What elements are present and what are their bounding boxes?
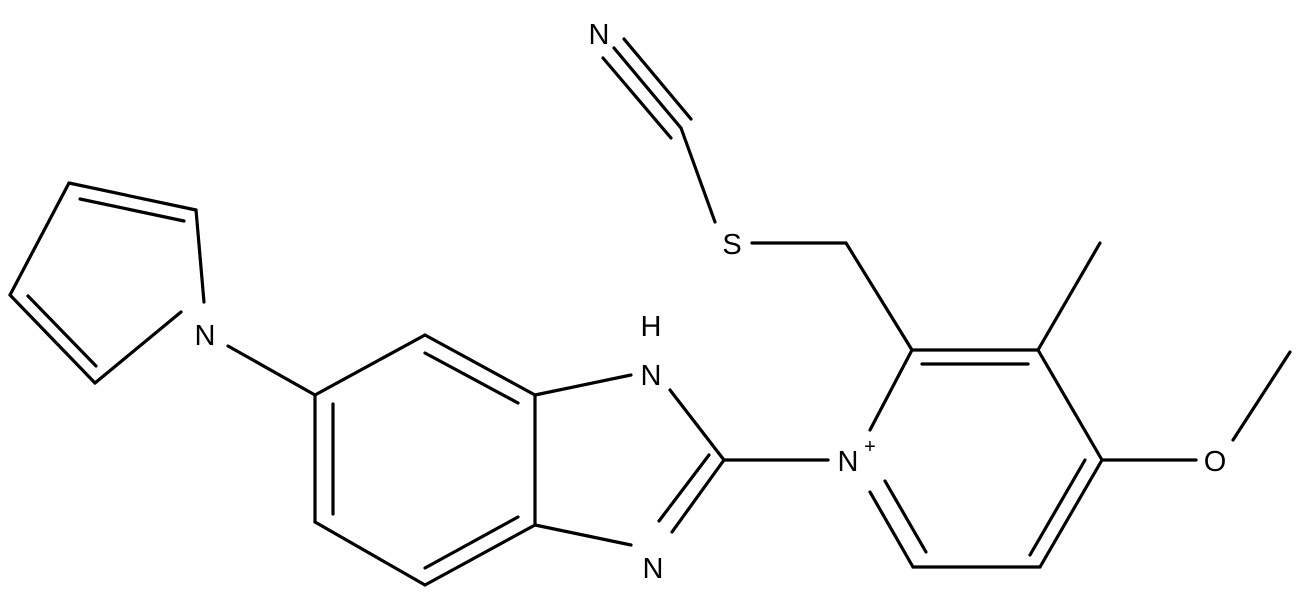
atom-thiocyanate-s: S (722, 229, 741, 261)
atom-imidazole-n: N (643, 553, 664, 585)
atom-pyrrole-n: N (195, 320, 216, 352)
nitrile-triple-bond (601, 37, 693, 140)
pyrrole-ring (8, 181, 206, 385)
bond-c-s (679, 126, 717, 224)
benzene-ring (313, 333, 537, 587)
bond-o-methyl (1231, 350, 1292, 442)
bond-ch2-c2 (844, 241, 914, 352)
atom-pyridinium-n: N (838, 446, 859, 478)
pyridinium-ring (868, 348, 1104, 569)
pyridinium-charge: + (864, 436, 876, 458)
atom-methoxy-o: O (1204, 446, 1227, 478)
bond-c3-methyl (1036, 241, 1102, 352)
atom-imidazole-nh: N (641, 360, 662, 392)
bond-benzene-pyrrole-n (226, 344, 317, 397)
atom-nitrile-n: N (589, 19, 610, 51)
imidazole-ring (533, 373, 726, 547)
atom-imidazole-h: H (641, 311, 662, 343)
